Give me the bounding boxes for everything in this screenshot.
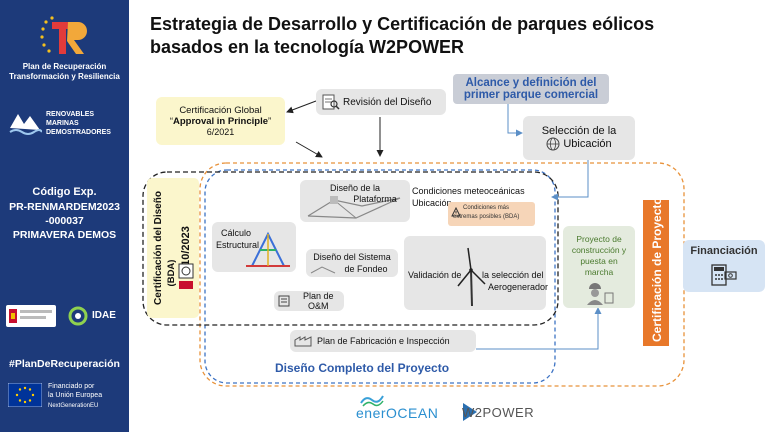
sidebar: Plan de Recuperación Transformación y Re…	[0, 0, 129, 432]
calculator-money-icon	[711, 264, 737, 286]
ministry-logo	[6, 305, 56, 327]
w2power-logo: W2POWER	[462, 405, 535, 420]
design-review-box: Revisión del Diseño	[316, 89, 446, 115]
mooring-drawing-icon	[310, 266, 336, 274]
funding-label: Financiación	[690, 245, 758, 257]
code-line1: PR-RENMARDEM2023	[9, 201, 120, 213]
programme-line3: DEMOSTRADORES	[46, 129, 111, 136]
construction-line2: construcción y	[571, 245, 627, 255]
hashtag: #PlanDeRecuperación	[9, 358, 120, 370]
platform-drawing-icon	[307, 196, 401, 219]
scope-line1: Alcance y definición del	[465, 77, 597, 89]
metocean-line2: Ubicación	[412, 198, 452, 208]
om-plan-label: Plan de O&M	[303, 291, 334, 311]
global-cert-date: 6/2021	[206, 127, 235, 137]
plan-subtitle: Transformación y Resiliencia	[9, 72, 120, 81]
programme-line1: RENOVABLES	[46, 111, 95, 118]
w2power-logo-icon	[463, 403, 477, 421]
manufacturing-plan-box: Plan de Fabricación e Inspección	[290, 330, 476, 352]
plan-title: Plan de Recuperación	[22, 62, 107, 71]
bureau-veritas-logo-icon	[178, 263, 194, 289]
complete-design-label: Diseño Completo del Proyecto	[275, 361, 450, 375]
design-certification-box	[147, 178, 199, 318]
site-selection-box: Selección de la Ubicación	[523, 116, 635, 160]
scope-definition-box: Alcance y definición del primer parque c…	[453, 74, 609, 104]
construction-project-box: Proyecto de construcción y puesta en mar…	[563, 226, 635, 308]
mooring-design-box: Diseño del Sistema de Fondeo	[306, 249, 398, 277]
global-certification-box: Certificación Global “Approval in Princi…	[156, 97, 285, 145]
metocean-note-box: Condiciones más extremas posibles (BDA)	[448, 202, 535, 226]
design-review-label: Revisión del Diseño	[343, 96, 432, 108]
project-certification-text: Certificación de Proyecto	[650, 200, 664, 342]
page-title-line2: basados en la tecnología W2POWER	[150, 37, 465, 57]
site-selection-line2: Ubicación	[563, 138, 612, 150]
platform-line1: Diseño de la	[329, 183, 381, 193]
structural-calc-box: Cálculo Estructural	[212, 222, 296, 272]
scope-line2: primer parque comercial	[463, 89, 599, 101]
structural-line2: Estructural	[216, 240, 260, 250]
eneroocean-logo: enerOCEAN	[356, 405, 439, 421]
platform-design-box: Diseño de la Plataforma	[300, 180, 410, 222]
construction-line3: puesta en	[580, 256, 618, 266]
structural-line1: Cálculo	[220, 228, 251, 238]
manufacturing-plan-label: Plan de Fabricación e Inspección	[317, 336, 450, 346]
page-title-line1: Estrategia de Desarrollo y Certificación…	[150, 14, 655, 34]
programme-logo-icon	[9, 114, 42, 135]
eu-flag-icon	[8, 383, 42, 407]
metocean-note-line1: Condiciones más	[463, 205, 510, 211]
design-cert-date: 10/2023	[180, 226, 192, 266]
wind-turbine-icon	[457, 247, 486, 307]
site-selection-line1: Selección de la	[541, 125, 617, 137]
factory-icon	[294, 336, 312, 347]
recovery-plan-logo	[40, 16, 87, 54]
platform-line2: Plataforma	[353, 194, 397, 204]
construction-line4: marcha	[584, 267, 614, 277]
code-line2: -000037	[45, 215, 84, 227]
turbine-validation-box: Validación de la selección del Aerogener…	[404, 236, 549, 310]
globe-icon	[546, 137, 560, 151]
eneroocean-wave-icon	[360, 395, 384, 407]
mooring-line2: de Fondeo	[344, 264, 388, 274]
funding-box: Financiación	[683, 240, 765, 292]
project-certification-box: Certificación de Proyecto	[643, 200, 669, 346]
design-cert-line1: Certificación del Diseño	[153, 191, 164, 305]
global-cert-quote-open: “	[169, 116, 173, 127]
warning-icon	[451, 207, 461, 217]
turbine-validation-right1: la selección del	[482, 270, 544, 280]
turbine-validation-right2: Aerogenerador	[488, 282, 549, 292]
structural-model-icon	[246, 231, 290, 267]
mooring-line1: Diseño del Sistema	[313, 252, 391, 262]
eu-line2: la Unión Europea	[48, 392, 103, 399]
code-title: Código Exp.	[32, 186, 97, 198]
global-cert-title: Certificación Global	[179, 105, 262, 116]
construction-line1: Proyecto de	[576, 234, 622, 244]
eu-line3: NextGenerationEU	[48, 403, 99, 409]
approval-in-principle: Approval in Principle	[172, 116, 269, 127]
document-review-icon	[322, 94, 340, 110]
code-line3: PRIMAVERA DEMOS	[12, 229, 117, 241]
metocean-note-line2: extremas posibles (BDA)	[453, 214, 520, 220]
idae-logo-icon	[68, 306, 88, 326]
idae-label: IDAE	[92, 310, 116, 321]
metocean-line1: Condiciones meteoceánicas	[412, 186, 525, 196]
worker-icon	[587, 283, 614, 305]
maintenance-icon	[278, 295, 290, 307]
design-certification-text: Certificación del Diseño (BDA) 10/2023	[153, 191, 192, 305]
programme-line2: MARINAS	[46, 120, 79, 127]
design-cert-line2: (BDA)	[166, 260, 177, 287]
om-plan-box: Plan de O&M	[274, 291, 344, 311]
project-cert-label: Certificación de Proyecto	[650, 200, 664, 342]
global-cert-quote-close: ”	[268, 116, 272, 127]
eu-line1: Financiado por	[48, 383, 95, 390]
turbine-validation-left: Validación de	[408, 270, 462, 280]
